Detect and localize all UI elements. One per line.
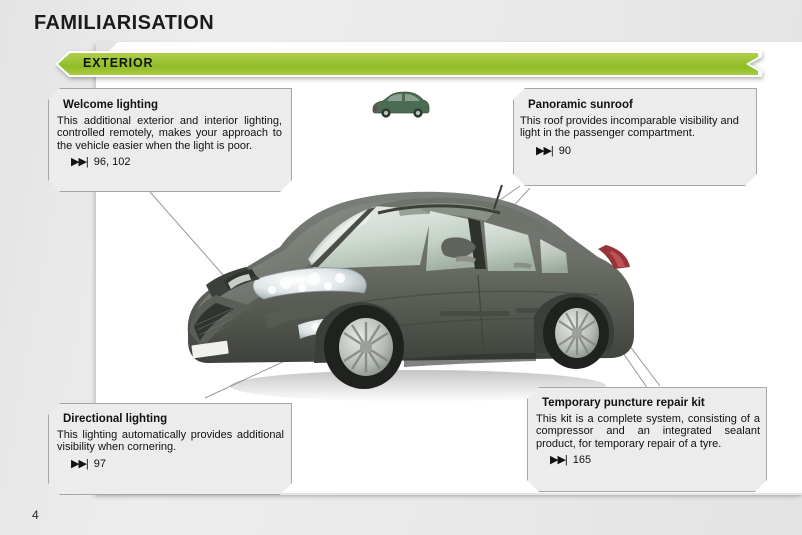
car-front-bumper (190, 295, 254, 349)
page-reference-number: 97 (93, 457, 107, 470)
callout-body: This lighting automatically provides add… (57, 429, 284, 454)
car-ground-shadow (230, 370, 606, 402)
page-reference-number: 96, 102 (93, 156, 131, 169)
callout-title: Panoramic sunroof (528, 99, 633, 111)
car-front-wheel-hub (360, 341, 372, 353)
callout-welcome-lighting: Welcome lighting This additional exterio… (48, 88, 292, 192)
car-antenna (493, 184, 503, 210)
car-rear-quarter-glass (540, 239, 568, 273)
callout-panoramic-sunroof: Panoramic sunroof This roof provides inc… (513, 88, 757, 186)
callout-page-reference: ▶▶| 90 (536, 144, 756, 157)
callout-title: Temporary puncture repair kit (542, 397, 705, 409)
car-wing-mirror (441, 237, 476, 258)
car-roof-rail (377, 204, 501, 215)
callout-title: Directional lighting (63, 413, 168, 425)
car-body-crease-upper (353, 290, 599, 304)
page-reference-icon: ▶▶| (550, 454, 567, 467)
small-car-side-icon (372, 91, 430, 118)
car-headlight-elements (268, 272, 345, 294)
page-reference-icon: ▶▶| (71, 156, 88, 169)
callout-body: This kit is a complete system, consistin… (536, 413, 760, 450)
car-grille-slats (195, 308, 233, 341)
callout-page-reference: ▶▶| 97 (71, 457, 291, 470)
callout-title: Welcome lighting (63, 99, 158, 111)
page-reference-number: 90 (558, 144, 572, 157)
callout-body: This roof provides incomparable visibili… (520, 115, 739, 140)
car-door-handle-front (456, 255, 476, 263)
page-reference-number: 165 (572, 454, 592, 467)
car-icon-tail-lamp (373, 106, 377, 111)
car-number-plate (191, 340, 229, 359)
car-icon-window-rear (405, 94, 420, 101)
callout-body: This additional exterior and interior li… (57, 115, 282, 152)
car-icon-window-front (387, 94, 402, 101)
car-door-handle-rear (514, 262, 532, 269)
car-sill-shadow (404, 353, 536, 367)
car-side-moulding-front (440, 311, 510, 316)
content-panel-shadow (96, 493, 802, 498)
page-number: 4 (32, 508, 39, 522)
car-bumper-intake (264, 303, 330, 329)
callout-temporary-puncture-repair-kit: Temporary puncture repair kit This kit i… (527, 387, 767, 492)
section-banner (55, 51, 762, 77)
car-b-pillar (468, 218, 486, 269)
callout-page-reference: ▶▶| 96, 102 (71, 155, 291, 168)
page-title: FAMILIARISATION (34, 12, 215, 34)
car-photo (187, 184, 634, 402)
callout-page-reference: ▶▶| 165 (550, 453, 766, 466)
car-a-pillar (310, 207, 376, 267)
car-rear-door-window (484, 222, 536, 271)
page-reference-icon: ▶▶| (536, 144, 553, 157)
peugeot-badge (228, 274, 251, 289)
car-rear-wheel-hub (572, 328, 582, 338)
car-windscreen (308, 202, 434, 269)
section-banner-label: EXTERIOR (83, 56, 154, 70)
callout-directional-lighting: Directional lighting This lighting autom… (48, 403, 292, 495)
page-reference-icon: ▶▶| (71, 457, 88, 470)
section-banner-fill (58, 53, 758, 75)
